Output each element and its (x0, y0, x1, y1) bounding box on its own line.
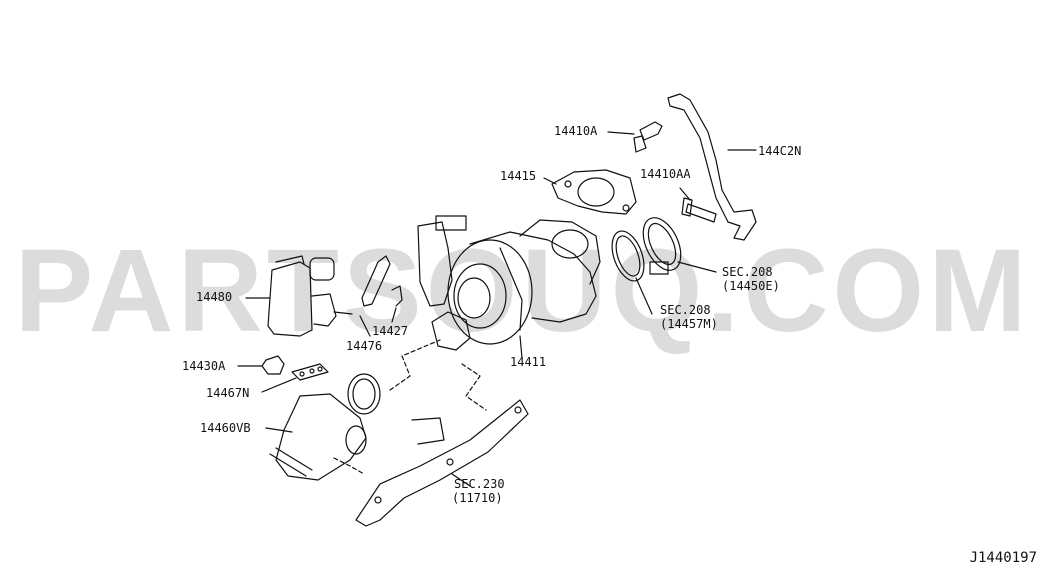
label-14402N: 144C2N (758, 144, 802, 158)
label-14430A: 14430A (182, 359, 226, 373)
outlet-14460VB-icon (265, 373, 381, 481)
label-sec208-b: SEC.208 (660, 303, 711, 317)
oil-tube-14402N-icon (667, 93, 757, 241)
dashed-leaders (333, 339, 487, 475)
rod-14476-icon (359, 255, 391, 337)
label-14410AA: 14410AA (640, 167, 691, 181)
bracket-sec230-icon (355, 399, 529, 527)
gasket-14415-icon (543, 169, 637, 215)
label-14476: 14476 (346, 339, 383, 353)
clip-14427-icon (391, 285, 403, 323)
nut-14430A-icon (237, 355, 285, 375)
label-14410A: 14410A (554, 124, 598, 138)
label-14411: 14411 (510, 355, 547, 369)
label-14460VB: 14460VB (200, 421, 251, 435)
label-14415: 14415 (500, 169, 537, 183)
label-sec208-a-ref: (14450E) (722, 279, 780, 293)
bolt-14410AA-icon (679, 187, 717, 223)
label-14480: 14480 (196, 290, 233, 304)
turbocharger-14411-icon (417, 215, 601, 359)
label-14427: 14427 (372, 324, 409, 338)
clamp-14450E-icon (642, 217, 717, 275)
diagram-code: J1440197 (969, 550, 1037, 566)
gasket-14467N-icon (261, 363, 329, 393)
label-sec208-b-ref: (14457M) (660, 317, 718, 331)
actuator-14480-icon (245, 255, 353, 337)
label-sec230-ref: (11710) (452, 491, 503, 505)
label-sec230: SEC.230 (454, 477, 505, 491)
seal-ring-14457M-icon (611, 230, 653, 315)
bolt-14410A-icon (607, 121, 663, 153)
label-14467N: 14467N (206, 386, 250, 400)
label-sec208-a: SEC.208 (722, 265, 773, 279)
